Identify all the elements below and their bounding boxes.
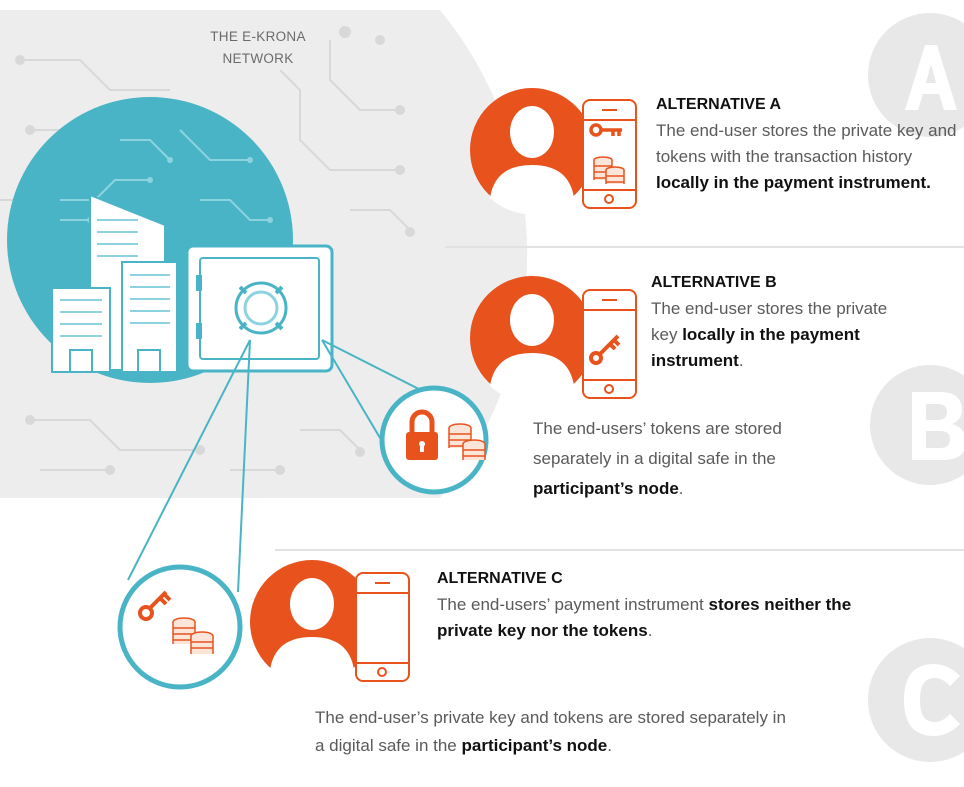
phone-b-icon <box>582 289 637 399</box>
alternative-b-title: ALTERNATIVE B <box>651 274 777 291</box>
alternative-b-emphasis: locally in the payment instrument <box>651 325 860 370</box>
alternative-a-text: The end-user stores the private key and … <box>656 121 957 166</box>
safe-lock-coins-icon <box>379 385 489 495</box>
user-c-icon <box>250 560 374 687</box>
alternative-c-safe-end: . <box>607 736 612 755</box>
phone-c-icon <box>355 572 410 682</box>
alternative-b-safe-end: . <box>678 479 684 498</box>
network-title: THE E-KRONA NETWORK <box>210 29 306 66</box>
alternative-c-end: . <box>647 621 653 640</box>
letter-b-icon <box>870 365 964 485</box>
alternative-c-safe-bold: participant’s node <box>461 736 608 755</box>
digital-safe-icon <box>185 244 334 373</box>
user-a-icon <box>470 88 594 215</box>
safe-key-coins-icon <box>117 564 243 690</box>
alternative-c-text: The end-users’ payment instrument <box>437 595 709 614</box>
alternative-b-end: . <box>738 351 744 370</box>
letter-c-icon <box>868 638 964 762</box>
user-b-icon <box>470 276 594 403</box>
alternative-c-block: ALTERNATIVE C The end-users’ payment ins… <box>437 566 877 644</box>
alternative-b-block: ALTERNATIVE B The end-user stores the pr… <box>651 270 911 374</box>
buildings-icon <box>51 193 178 373</box>
alternative-c-title: ALTERNATIVE C <box>437 570 563 587</box>
alternative-b-safe-text: The end-users’ tokens are stored separat… <box>533 414 813 504</box>
phone-a-icon <box>582 99 637 209</box>
alternative-a-block: ALTERNATIVE A The end-user stores the pr… <box>656 92 961 196</box>
letter-a-icon <box>868 13 964 137</box>
alternative-c-emphasis: stores neither the private key nor the t… <box>437 595 852 640</box>
alternative-a-emphasis: locally in the payment instrument. <box>656 173 931 192</box>
alternative-c-safe-text: The end-user’s private key and tokens ar… <box>315 704 795 760</box>
alternative-b-safe-plain: The end-users’ tokens are stored separat… <box>533 419 782 468</box>
alternative-b-safe-bold: participant’s node <box>533 479 679 498</box>
alternative-a-title: ALTERNATIVE A <box>656 96 782 113</box>
alternative-c-safe-plain: The end-user’s private key and tokens ar… <box>315 708 786 755</box>
alternative-b-text: The end-user stores the private key <box>651 299 888 344</box>
